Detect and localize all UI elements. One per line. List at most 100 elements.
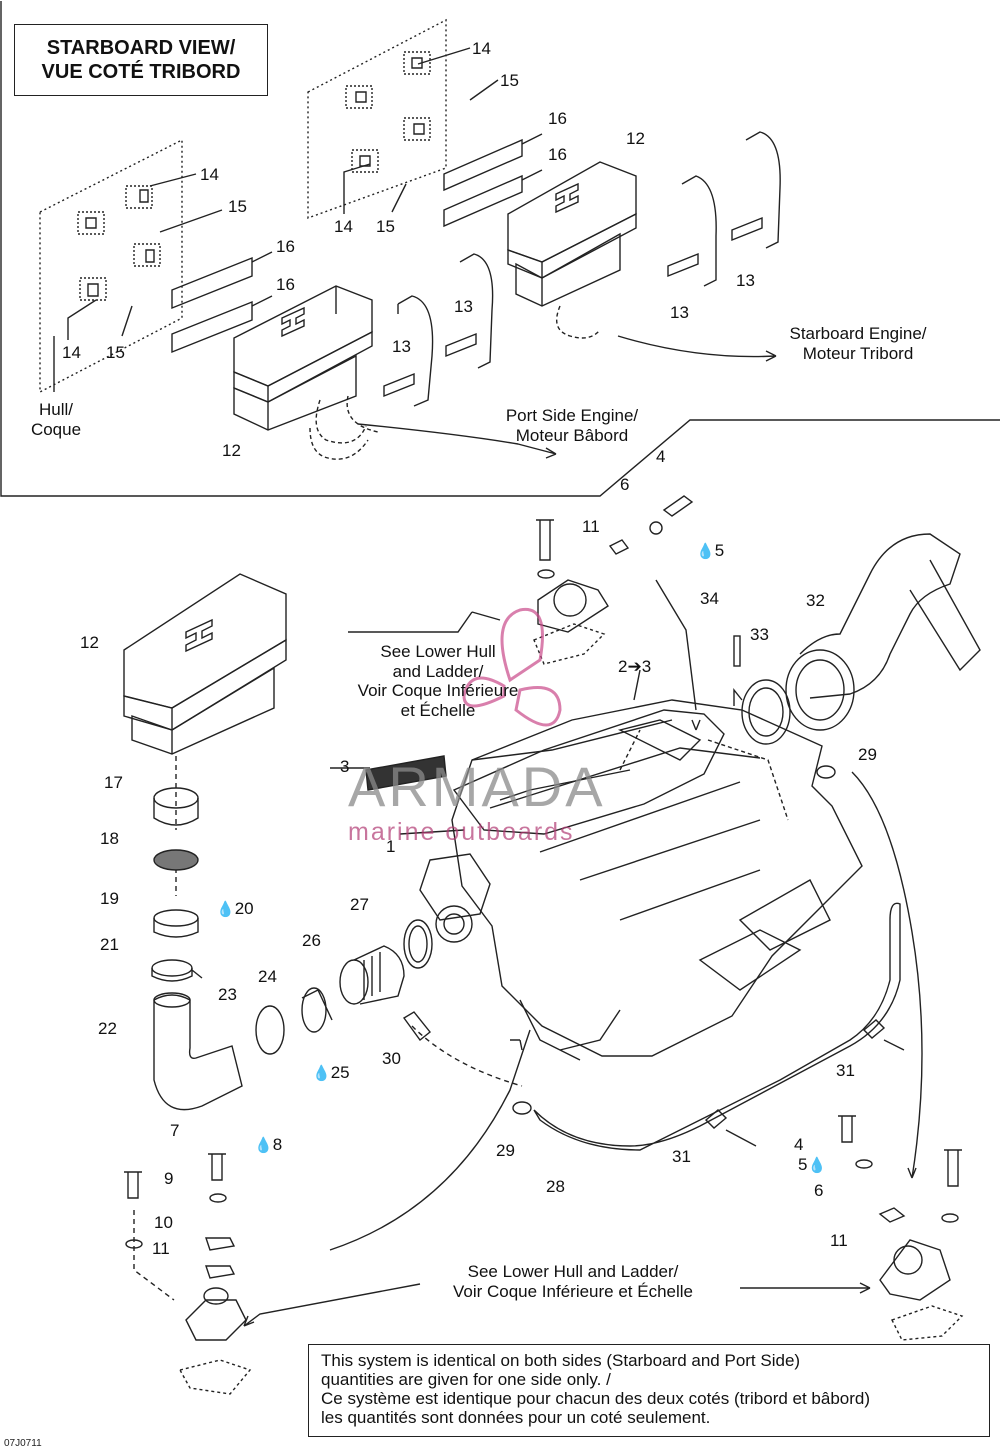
battery-12-large [123, 573, 287, 755]
hull-panel-right [307, 18, 447, 219]
mount-top [533, 495, 694, 665]
callout-15: 15 [106, 343, 125, 362]
filter-18 [153, 849, 199, 871]
watermark-tagline: marine outboards [348, 818, 575, 846]
mount-bottom-right [838, 1115, 964, 1341]
note-box: This system is identical on both sides (… [308, 1344, 990, 1437]
watermark-propeller [462, 607, 562, 727]
clamp-21 [151, 959, 193, 977]
clamp-29b [512, 1101, 532, 1115]
clamp-27 [403, 919, 433, 969]
callout-11: 11 [830, 1231, 848, 1250]
hull-panel-left [39, 138, 183, 394]
callout-25: 💧25 [312, 1063, 350, 1082]
hose-26 [339, 945, 405, 1005]
callout-12: 12 [222, 441, 241, 460]
callout-31: 31 [672, 1147, 691, 1166]
clamp-29a [816, 765, 836, 779]
callout-33: 33 [750, 625, 769, 644]
pad-16-a [171, 256, 253, 310]
bracket-14-group-left [77, 185, 161, 301]
see-lower-hull-label-bottom: See Lower Hull and Ladder/ Voir Coque In… [452, 1262, 694, 1301]
engine-cover-2 [452, 709, 725, 835]
callout-9: 9 [164, 1169, 174, 1188]
hose-28 [533, 902, 901, 1151]
callout-13: 13 [392, 337, 411, 356]
drop-icon: 💧 [216, 901, 235, 918]
callout-18: 18 [100, 829, 119, 848]
callout-26: 26 [302, 931, 321, 950]
callout-5: 💧5 [696, 541, 725, 560]
callout-24: 24 [258, 967, 277, 986]
callout-1: 1 [386, 837, 396, 856]
callout-29: 29 [858, 745, 877, 764]
pad-16-c [443, 138, 523, 192]
fitting-31a [704, 1109, 757, 1147]
clamp-23 [255, 1005, 285, 1055]
callout-6: 6 [620, 475, 630, 494]
view-title-box: STARBOARD VIEW/ VUE COTÉ TRIBORD [14, 24, 268, 96]
callout-15: 15 [376, 217, 395, 236]
hull-label: Hull/ Coque [30, 400, 82, 439]
callout-31: 31 [836, 1061, 855, 1080]
callout-13: 13 [454, 297, 473, 316]
sleeve-24 [301, 987, 327, 1033]
callout-11: 11 [152, 1239, 170, 1258]
note-line: This system is identical on both sides (… [321, 1351, 801, 1370]
note-line: Ce système est identique pour chacun des… [321, 1389, 871, 1409]
bracket-14-group-right [345, 51, 431, 173]
engine-block [419, 699, 863, 1061]
callout-11: 11 [582, 517, 600, 536]
callout-29: 29 [496, 1141, 515, 1160]
callout-4: 4 [656, 447, 666, 466]
clamp-33 [733, 679, 791, 745]
battery-12-port [233, 285, 379, 444]
callout-14: 14 [472, 39, 491, 58]
pad-16-d [443, 174, 523, 228]
callout-19: 19 [100, 889, 119, 908]
callout-2-to-3: 2➔3 [618, 657, 652, 676]
callout-16: 16 [548, 109, 567, 128]
callout-16: 16 [276, 275, 295, 294]
callout-22: 22 [98, 1019, 117, 1038]
callout-12: 12 [80, 633, 99, 652]
drawing-code: 07J0711 [4, 1438, 42, 1449]
drop-icon: 💧 [254, 1137, 273, 1154]
callout-17: 17 [104, 773, 123, 792]
fitting-30 [402, 1011, 431, 1042]
see-lower-hull-label-top: See Lower Hull and Ladder/ Voir Coque In… [357, 642, 519, 720]
callout-14: 14 [334, 217, 353, 236]
callout-28: 28 [546, 1177, 565, 1196]
callout-13: 13 [670, 303, 689, 322]
callout-34: 34 [700, 589, 719, 608]
watermark-brand: ARMADA [348, 755, 606, 818]
note-line: quantities are given for one side only. … [321, 1370, 611, 1390]
callout-16: 16 [548, 145, 567, 164]
note-line: les quantités sont données pour un coté … [321, 1408, 711, 1428]
sleeve-19 [153, 909, 199, 927]
callout-21: 21 [100, 935, 119, 954]
drop-icon: 💧 [807, 1157, 827, 1174]
starboard-engine-label: Starboard Engine/ Moteur Tribord [789, 324, 927, 363]
callout-32: 32 [806, 591, 825, 610]
decal-3 [365, 755, 447, 791]
callout-13: 13 [736, 271, 755, 290]
hose-22 [153, 994, 243, 1111]
callout-15: 15 [500, 71, 519, 90]
callout-3: 3 [340, 757, 350, 776]
view-title-line1: STARBOARD VIEW/ [46, 37, 236, 59]
fitting-31b [862, 1019, 905, 1051]
callout-8: 💧8 [254, 1135, 283, 1154]
callout-20: 💧20 [216, 899, 254, 918]
callout-5: 5💧 [798, 1155, 827, 1174]
mount-bottom-left [124, 1153, 252, 1395]
callout-10: 10 [154, 1213, 173, 1232]
callout-12: 12 [626, 129, 645, 148]
callout-14: 14 [200, 165, 219, 184]
exhaust-elbow-32 [785, 533, 981, 731]
straps-13 [383, 131, 781, 407]
callout-7: 7 [170, 1121, 180, 1140]
top-panel-border [0, 1, 1000, 497]
pad-16-b [171, 300, 253, 354]
